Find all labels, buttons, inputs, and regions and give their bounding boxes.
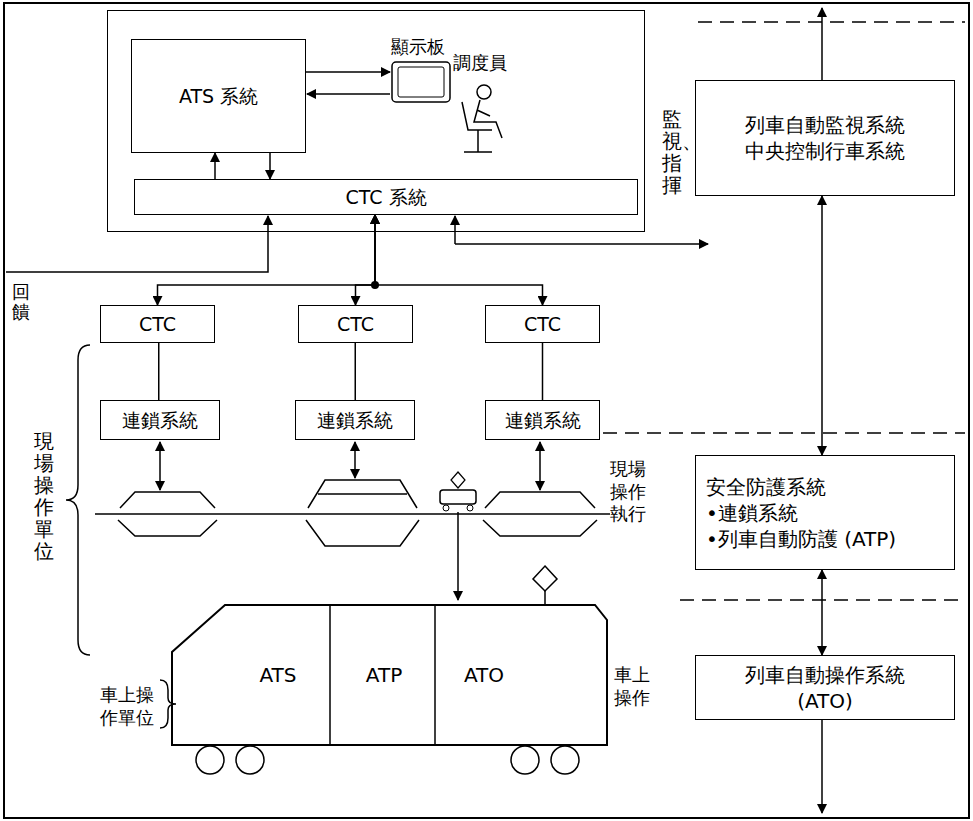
connector (375, 215, 543, 305)
train-section: ATO (440, 655, 528, 695)
wayside-antenna (451, 472, 465, 488)
process-box: 連鎖系統 (100, 400, 220, 440)
dispatcher-figure (462, 100, 502, 152)
side-label: 現場操作單位 (34, 430, 54, 562)
connector (821, 570, 823, 655)
node-text: ATO (464, 662, 504, 688)
outer-frame (4, 3, 969, 818)
node-text: •列車自動防護 (ATP) (706, 526, 896, 552)
process-box: 連鎖系統 (485, 400, 600, 440)
process-box: CTC (100, 305, 215, 343)
wayside-wheel (443, 505, 449, 511)
feedback-line (455, 243, 708, 245)
brace (66, 345, 90, 655)
dashed-divider (603, 432, 965, 434)
node-text: ATS 系統 (179, 84, 258, 109)
connector (269, 153, 271, 179)
rail-line (95, 513, 610, 515)
train-wheel (236, 746, 264, 774)
node-text: •連鎖系統 (706, 500, 798, 526)
process-box: 列車自動操作系統 (ATO) (695, 655, 955, 720)
side-label: 現場操作執行 (610, 458, 650, 526)
connector (158, 343, 160, 400)
dashed-divider (698, 21, 965, 23)
node-text: CTC (139, 312, 176, 337)
process-box: 連鎖系統 (295, 400, 415, 440)
train-partition (329, 605, 331, 745)
process-box: ATS 系統 (131, 39, 306, 153)
wayside-device (440, 490, 476, 504)
signal-arrow (306, 71, 390, 73)
node-text: 顯示板 (391, 35, 445, 58)
display-screen (398, 67, 444, 97)
train-partition (434, 605, 436, 745)
train-wheel (196, 746, 224, 774)
process-box: 安全防護系統•連鎖系統•列車自動防護 (ATP) (695, 455, 955, 570)
track-equipment (118, 492, 217, 536)
track-equipment (483, 492, 597, 536)
node-text: 列車自動監視系統 (745, 112, 905, 138)
connector (821, 196, 823, 455)
feedback-line (454, 216, 456, 244)
track-equipment (306, 480, 419, 546)
node-text: 中央控制行車系統 (745, 138, 905, 164)
control-center: 顯示板調度員 ATS 系統 CTC 系統 (107, 10, 645, 232)
connector (355, 343, 357, 400)
feedback-line (6, 216, 268, 272)
connector (356, 215, 376, 305)
process-box: 列車自動監視系統中央控制行車系統 (695, 80, 955, 196)
train-wheel (551, 746, 579, 774)
train-section: ATS (234, 655, 322, 695)
flow-arrow (821, 720, 823, 813)
process-box: CTC 系統 (134, 179, 638, 215)
transmission-arrow (457, 512, 459, 600)
pantograph (544, 591, 546, 605)
node-text: 安全防護系統 (706, 474, 826, 500)
node-text: 連鎖系統 (122, 408, 198, 433)
control-arrow (539, 442, 541, 490)
train-section: ATP (340, 655, 428, 695)
node-text: ATS (259, 662, 296, 688)
side-label: 車上操作單位 (100, 684, 158, 729)
pantograph (533, 566, 557, 591)
node-text: CTC 系統 (345, 185, 426, 210)
connector (542, 343, 544, 400)
signal-arrow (307, 93, 390, 95)
node-text: CTC (524, 312, 561, 337)
connector (158, 215, 376, 305)
node-text: CTC (337, 312, 374, 337)
node-text: 連鎖系統 (505, 408, 581, 433)
process-box: CTC (485, 305, 600, 343)
node-text: 列車自動操作系統 (ATO) (730, 662, 920, 714)
control-arrow (159, 442, 161, 490)
display-board (392, 62, 450, 102)
side-label: 回饋 (12, 282, 30, 322)
node-text: ATP (366, 662, 402, 688)
brace (160, 680, 176, 728)
train-wheel (511, 746, 539, 774)
dispatcher-figure (477, 85, 491, 99)
wayside-wheel (467, 505, 473, 511)
node-text: 調度員 (453, 51, 507, 74)
process-box: CTC (298, 305, 413, 343)
control-arrow (354, 442, 356, 478)
flow-arrow (821, 8, 823, 80)
side-label: 車上操作 (614, 664, 654, 709)
train-body (172, 605, 607, 745)
side-label: 監視、指揮 (662, 108, 682, 196)
node-text: 連鎖系統 (317, 408, 393, 433)
connector (214, 153, 216, 179)
